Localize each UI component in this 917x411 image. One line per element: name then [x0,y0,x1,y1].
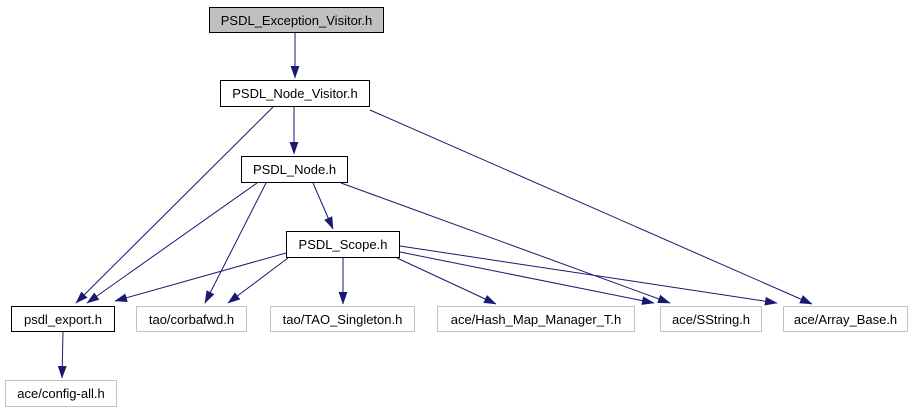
node-ace-config-all-h: ace/config-all.h [5,380,117,407]
node-label: PSDL_Exception_Visitor.h [220,12,373,28]
node-label: tao/TAO_Singleton.h [282,311,403,327]
edge-node_visitor-to-psdl_export [75,106,274,304]
edge-scope-to-hash_map [396,257,497,305]
node-psdl-export-h[interactable]: psdl_export.h [11,306,115,332]
edge-node-to-psdl_export [86,182,258,304]
node-psdl-node-h[interactable]: PSDL_Node.h [241,156,348,183]
node-psdl-node-visitor-h[interactable]: PSDL_Node_Visitor.h [220,80,370,107]
node-ace-hash-map-manager-t-h: ace/Hash_Map_Manager_T.h [437,306,635,332]
edge-scope-to-sstring [399,251,655,305]
node-ace-sstring-h: ace/SString.h [660,306,762,332]
node-label: psdl_export.h [23,311,103,327]
node-label: ace/Hash_Map_Manager_T.h [450,311,622,327]
edge-node-to-scope [312,182,334,230]
edge-psdl_export-to-config_all [57,331,67,379]
edge-node-to-sstring [340,182,671,304]
node-label: PSDL_Node_Visitor.h [232,86,358,101]
edge-node_visitor-to-array_base [369,109,813,305]
edge-node-to-corbafwd [204,182,267,304]
node-psdl-exception-visitor-h: PSDL_Exception_Visitor.h [209,7,384,33]
node-label: PSDL_Scope.h [298,237,388,252]
node-label: tao/corbafwd.h [148,311,235,327]
edge-scope-to-psdl_export [114,252,287,302]
node-label: PSDL_Node.h [252,162,337,177]
node-tao-tao-singleton-h: tao/TAO_Singleton.h [270,306,415,332]
node-label: ace/config-all.h [17,386,105,401]
node-ace-array-base-h: ace/Array_Base.h [783,306,908,332]
node-label: ace/Array_Base.h [793,311,898,327]
node-label: ace/SString.h [671,311,751,327]
node-psdl-scope-h[interactable]: PSDL_Scope.h [286,231,400,258]
edge-scope-to-corbafwd [227,257,289,304]
node-tao-corbafwd-h: tao/corbafwd.h [136,306,247,332]
edge-scope-to-array_base [399,245,778,306]
